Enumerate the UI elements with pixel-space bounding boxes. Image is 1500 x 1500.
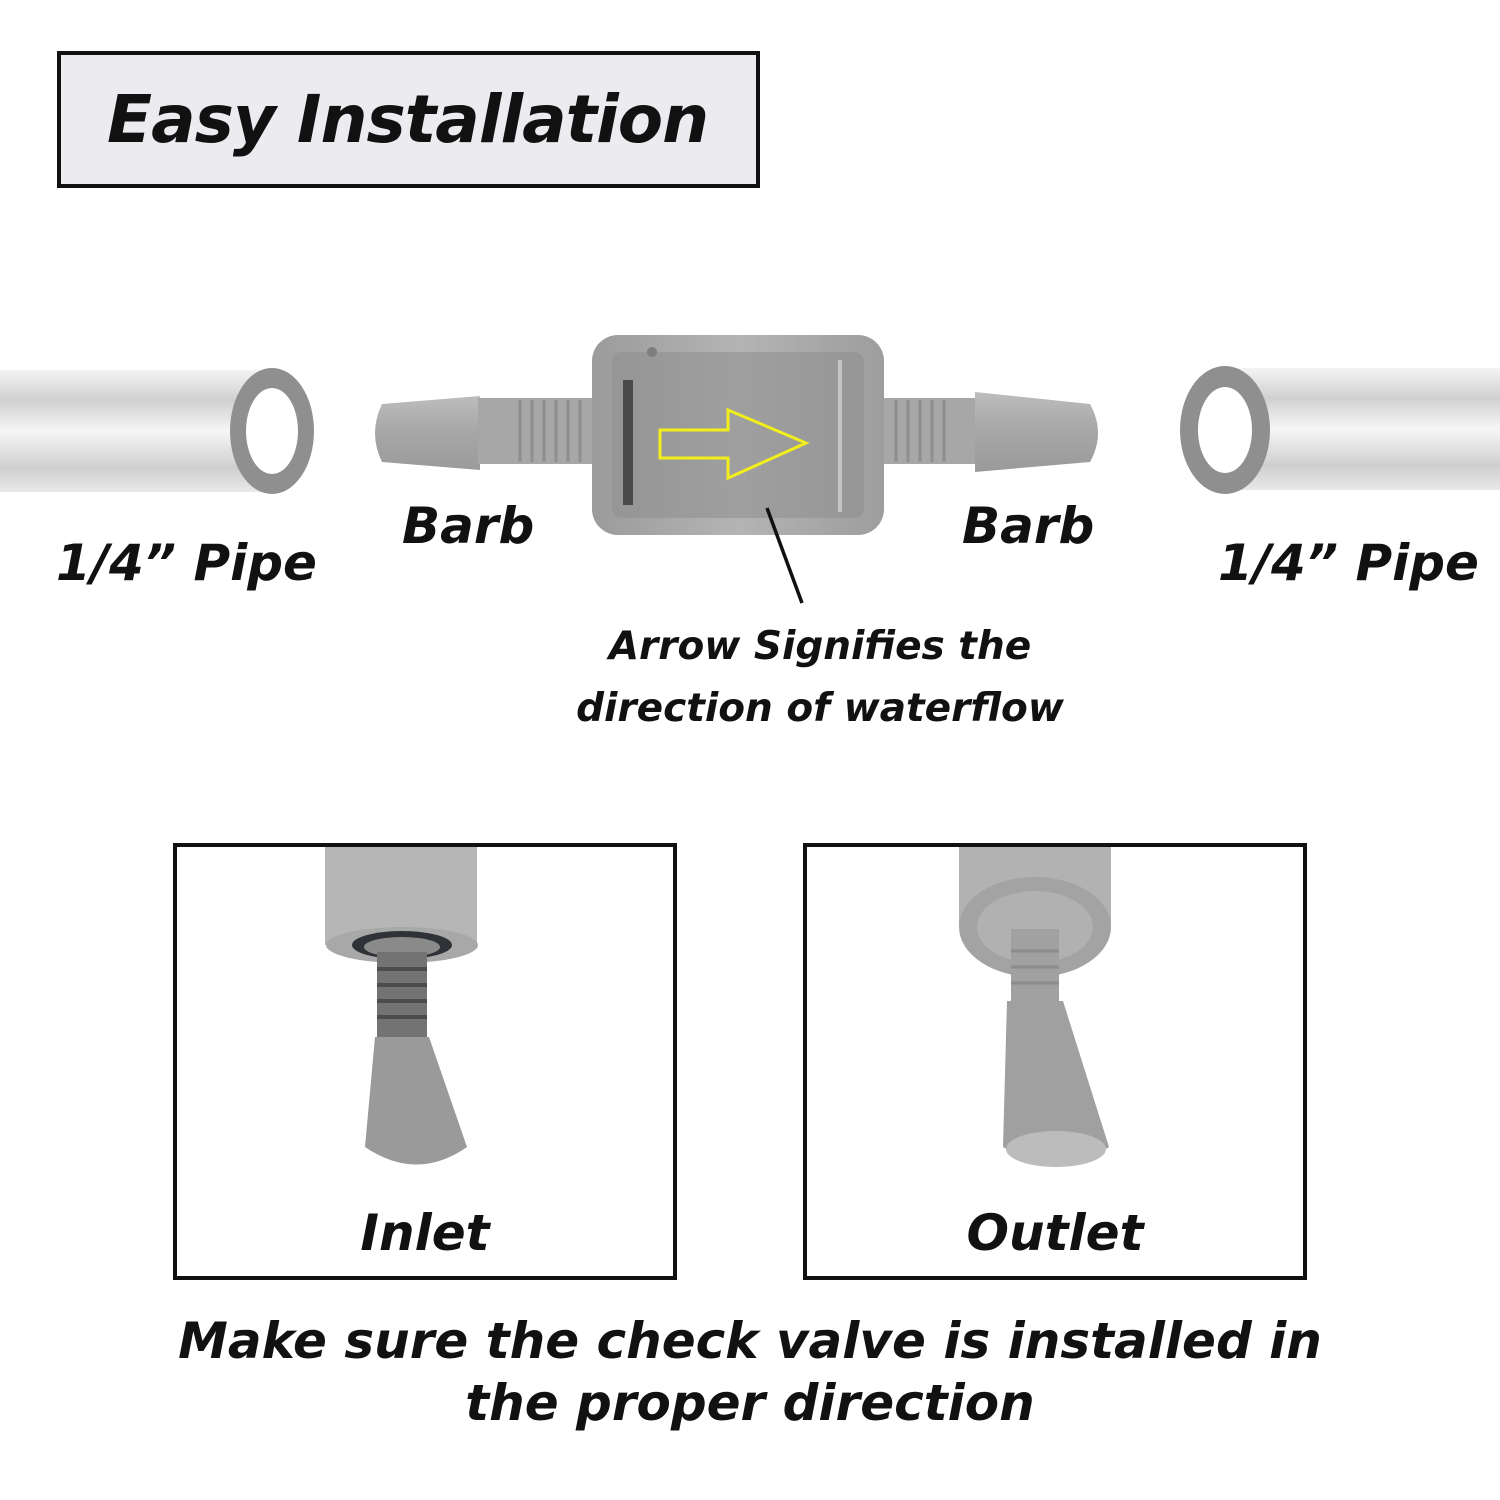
- inlet-panel: Inlet: [173, 843, 677, 1280]
- valve-illustration: [0, 335, 1500, 604]
- outlet-label: Outlet: [966, 1204, 1144, 1262]
- pointer-line: [765, 507, 804, 604]
- barb-left-label: Barb: [402, 497, 535, 555]
- pipe-left-label: 1/4” Pipe: [56, 534, 317, 592]
- pipe-right-bore: [1198, 387, 1252, 473]
- pipe-right-label: 1/4” Pipe: [1218, 534, 1479, 592]
- flow-arrow-icon: [658, 407, 810, 481]
- pipe-left-graphic: [0, 368, 314, 494]
- barb-right-label: Barb: [962, 497, 1095, 555]
- pipe-right-graphic: [1180, 366, 1500, 494]
- outlet-valve-graphic: [959, 847, 1111, 1167]
- page-title: Easy Installation: [107, 81, 709, 158]
- title-box: Easy Installation: [57, 51, 760, 188]
- pipe-left-body: [0, 370, 272, 492]
- arrow-note-line1: Arrow Signifies the: [608, 624, 1032, 669]
- inlet-label: Inlet: [360, 1204, 490, 1262]
- barb-left-graphic: [375, 396, 596, 470]
- bottom-note-line1: Make sure the check valve is installed i…: [178, 1312, 1322, 1370]
- outlet-panel: Outlet: [803, 843, 1307, 1280]
- arrow-note-line2: direction of waterflow: [576, 686, 1064, 731]
- inlet-valve-graphic: [325, 847, 478, 1165]
- valve-body-graphic: [592, 335, 884, 535]
- bottom-note: Make sure the check valve is installed i…: [0, 1310, 1500, 1434]
- pipe-left-bore: [246, 388, 298, 474]
- barb-right-graphic: [878, 392, 1098, 472]
- pipe-right-body: [1225, 368, 1500, 490]
- arrow-note: Arrow Signifies the direction of waterfl…: [560, 616, 1080, 740]
- bottom-note-line2: the proper direction: [465, 1374, 1035, 1432]
